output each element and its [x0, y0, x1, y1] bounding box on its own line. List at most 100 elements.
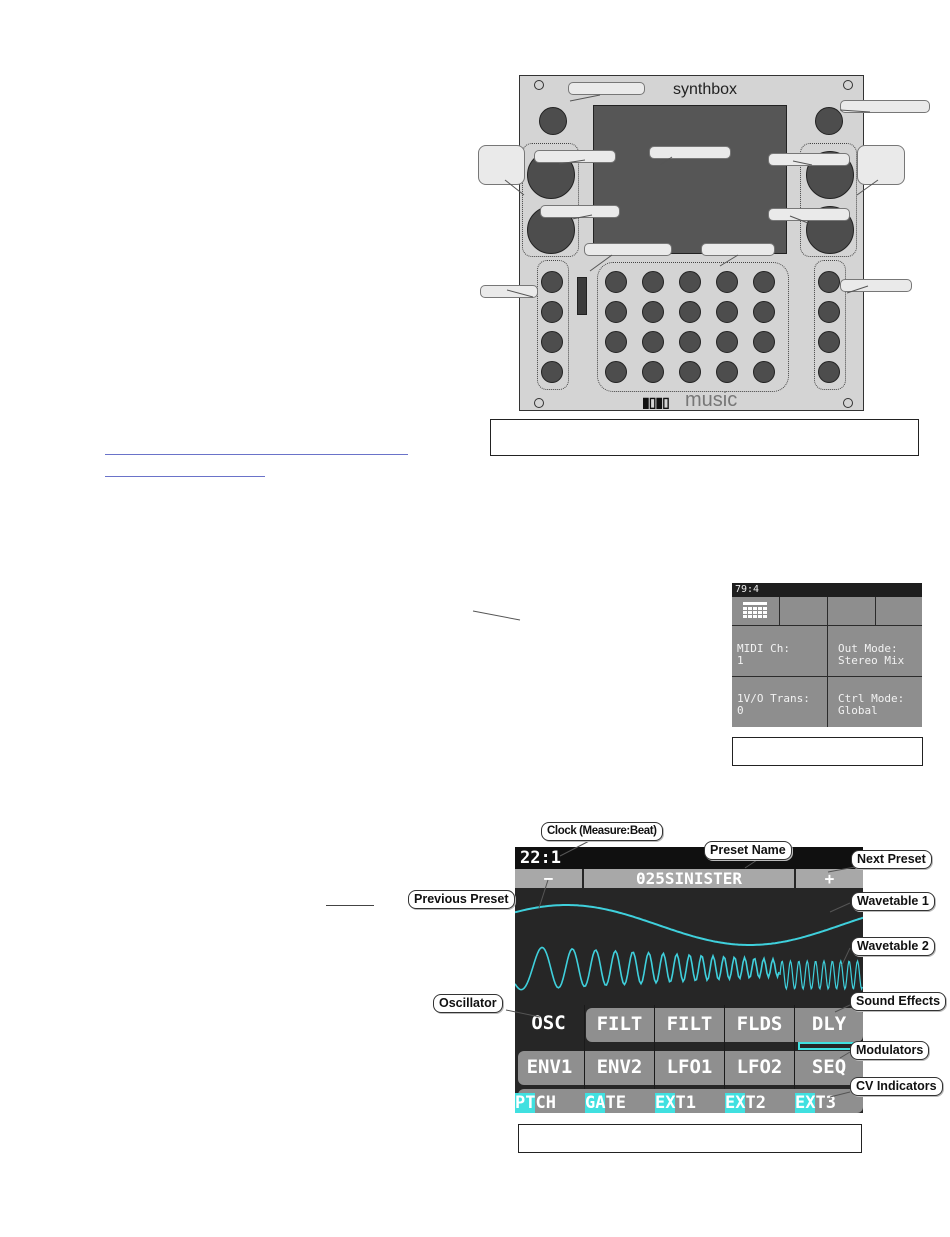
wavetable-1-wave — [515, 904, 863, 946]
left-knob-group — [522, 143, 579, 257]
tile-env2[interactable]: ENV2 — [596, 1056, 643, 1078]
screw — [843, 398, 853, 408]
grid-icon[interactable] — [732, 597, 779, 625]
inline-underline — [326, 905, 374, 906]
callout-right-buttons — [840, 279, 912, 292]
callout-top-left — [568, 82, 645, 95]
pad-button[interactable] — [716, 361, 738, 383]
tile-lfo2[interactable]: LFO2 — [736, 1056, 783, 1078]
settings-clock: 79:4 — [732, 583, 922, 597]
link-underline-1[interactable] — [105, 454, 408, 455]
tile-osc[interactable]: OSC — [515, 1006, 582, 1040]
modulators-group — [518, 1051, 863, 1085]
main-clock: 22:1 — [520, 848, 561, 868]
next-preset-button[interactable]: + — [796, 869, 863, 888]
callout-clock: Clock (Measure:Beat) — [541, 822, 663, 841]
main-caption-box — [518, 1124, 862, 1153]
divider — [827, 597, 828, 727]
pad-button[interactable] — [716, 331, 738, 353]
tile-filt-2[interactable]: FILT — [666, 1013, 713, 1035]
cv-gate: GATE — [585, 1093, 626, 1113]
trans-value[interactable]: 0 — [737, 704, 744, 717]
callout-knob2 — [540, 205, 620, 218]
grid-line — [584, 1005, 585, 1093]
pad-button[interactable] — [605, 301, 627, 323]
pad-button[interactable] — [679, 331, 701, 353]
trans-label: 1V/O Trans: — [737, 692, 810, 705]
top-right-knob[interactable] — [815, 107, 843, 135]
pad-button[interactable] — [605, 361, 627, 383]
ctrl-mode-label: Ctrl Mode: — [838, 692, 905, 705]
divider — [875, 597, 876, 625]
tile-lfo1[interactable]: LFO1 — [666, 1056, 713, 1078]
right-side-button[interactable] — [818, 361, 840, 383]
left-side-button[interactable] — [541, 331, 563, 353]
callout-cv-indicators: CV Indicators — [850, 1077, 943, 1096]
tile-seq[interactable]: SEQ — [811, 1056, 847, 1078]
callout-knob1 — [534, 150, 616, 163]
sd-card-slot[interactable] — [577, 277, 587, 315]
left-side-button[interactable] — [541, 361, 563, 383]
pad-button[interactable] — [679, 301, 701, 323]
pad-button[interactable] — [716, 271, 738, 293]
out-mode-value[interactable]: Stereo Mix — [838, 654, 905, 667]
pad-button[interactable] — [642, 271, 664, 293]
pad-button[interactable] — [716, 301, 738, 323]
callout-next-preset: Next Preset — [851, 850, 932, 869]
cv-ext1: EXT1 — [655, 1093, 696, 1113]
callout-sd — [584, 243, 672, 256]
screw — [843, 80, 853, 90]
pad-button[interactable] — [753, 331, 775, 353]
cv-pitch: PTCH — [515, 1093, 556, 1113]
left-button-column — [537, 260, 569, 390]
tile-filt-1[interactable]: FILT — [596, 1013, 643, 1035]
tile-flds[interactable]: FLDS — [736, 1013, 783, 1035]
divider — [732, 676, 922, 677]
pad-button[interactable] — [679, 361, 701, 383]
pad-button[interactable] — [753, 361, 775, 383]
left-side-button[interactable] — [541, 301, 563, 323]
pad-button[interactable] — [642, 361, 664, 383]
callout-top-right — [840, 100, 930, 113]
panel-title: synthbox — [673, 81, 738, 98]
wavetable-2-dense-wave — [779, 959, 863, 991]
pad-button[interactable] — [753, 271, 775, 293]
pad-button[interactable] — [605, 331, 627, 353]
pad-button[interactable] — [679, 271, 701, 293]
link-underline-2[interactable] — [105, 476, 265, 477]
right-knob-group — [800, 143, 857, 257]
grid-line — [654, 1005, 655, 1093]
callout-knob4 — [768, 208, 850, 221]
tile-env1[interactable]: ENV1 — [526, 1056, 573, 1078]
pad-button[interactable] — [753, 301, 775, 323]
callout-preset-name: Preset Name — [704, 841, 792, 860]
pad-button[interactable] — [605, 271, 627, 293]
callout-pads — [701, 243, 775, 256]
settings-screen: 79:4 MIDI Ch: 1 Out Mode: Stereo Mix 1V/… — [732, 583, 922, 727]
callout-screen — [649, 146, 731, 159]
preset-name[interactable]: 025SINISTER — [584, 869, 794, 888]
callout-sound-effects: Sound Effects — [850, 992, 947, 1011]
grid-line — [794, 1005, 795, 1093]
tile-dly[interactable]: DLY — [811, 1013, 847, 1035]
previous-preset-button[interactable]: − — [515, 869, 582, 888]
callout-left-buttons — [480, 285, 538, 298]
right-button-column — [814, 260, 846, 390]
cv-ext3: EXT3 — [795, 1093, 836, 1113]
midi-ch-value[interactable]: 1 — [737, 654, 744, 667]
grid-icon-glyph — [743, 602, 767, 618]
cv-ext2: EXT2 — [725, 1093, 766, 1113]
ctrl-mode-value[interactable]: Global — [838, 704, 878, 717]
pad-button[interactable] — [642, 331, 664, 353]
right-side-button[interactable] — [818, 301, 840, 323]
callout-wavetable-2: Wavetable 2 — [851, 937, 935, 956]
left-side-button[interactable] — [541, 271, 563, 293]
callout-previous-preset: Previous Preset — [408, 890, 515, 909]
screw — [534, 398, 544, 408]
grid-line — [724, 1005, 725, 1093]
panel-caption-box — [490, 419, 919, 456]
right-side-button[interactable] — [818, 271, 840, 293]
top-left-knob[interactable] — [539, 107, 567, 135]
pad-button[interactable] — [642, 301, 664, 323]
right-side-button[interactable] — [818, 331, 840, 353]
